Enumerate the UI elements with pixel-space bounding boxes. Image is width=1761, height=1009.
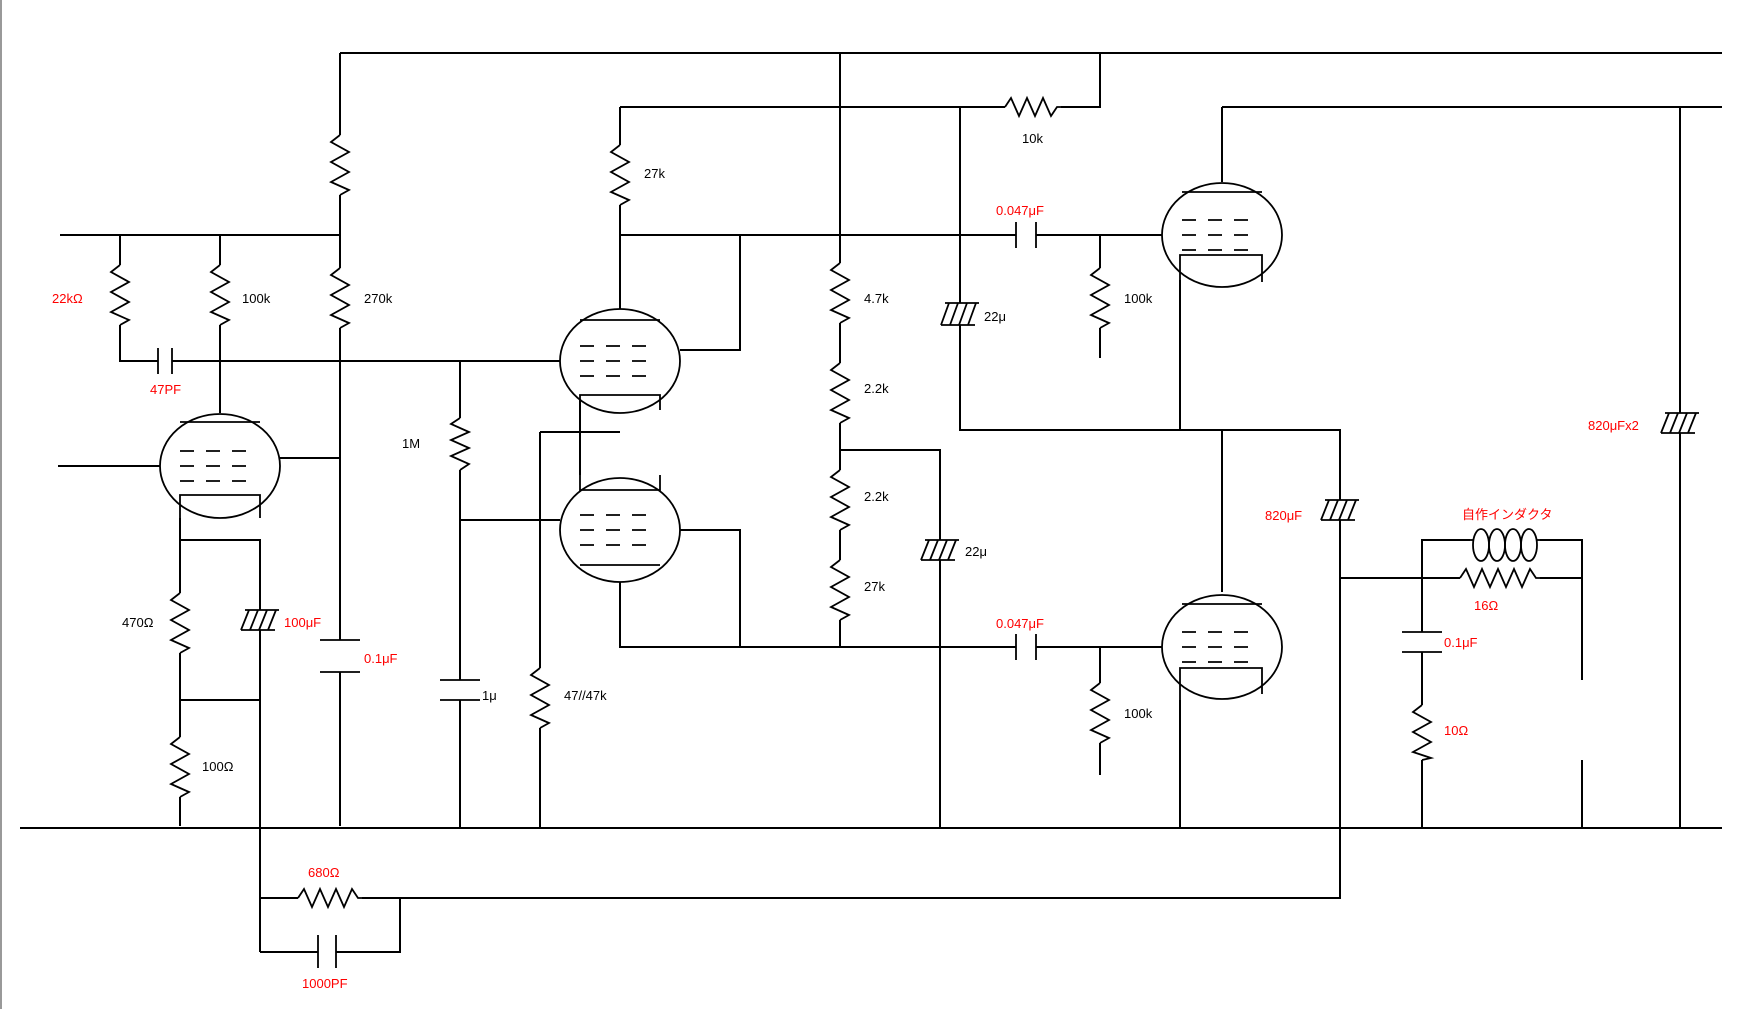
capacitor-820uf-x2 [1660, 412, 1699, 434]
resistor-680 [297, 886, 362, 910]
label-820uf: 820μF [1265, 508, 1302, 523]
resistor-1m [448, 417, 472, 471]
resistor-10k [1004, 95, 1061, 119]
capacitors [157, 222, 1699, 968]
capacitor-1000pf [317, 935, 337, 968]
label-0047uf-top: 0.047μF [996, 203, 1044, 218]
capacitor-1u [440, 679, 480, 701]
label-47pf: 47PF [150, 382, 181, 397]
resistor-4-7k [828, 262, 852, 324]
resistor-100k-bot [1088, 682, 1112, 744]
tube-output-bottom [1161, 594, 1283, 700]
resistor-47-47k [528, 667, 552, 729]
label-680: 680Ω [308, 865, 340, 880]
label-16: 16Ω [1474, 598, 1498, 613]
resistor-270k [328, 267, 352, 329]
capacitor-100uf [240, 609, 279, 631]
label-100uf: 100μF [284, 615, 321, 630]
label-01uf-left: 0.1μF [364, 651, 398, 666]
label-27k-mid: 27k [864, 579, 885, 594]
label-100: 100Ω [202, 759, 234, 774]
label-270k: 270k [364, 291, 393, 306]
resistor-16 [1459, 566, 1540, 590]
label-2-2k-a: 2.2k [864, 381, 889, 396]
resistor-100 [168, 736, 192, 798]
resistor-2-2k-b [828, 469, 852, 531]
tube-phase-lower [559, 475, 681, 583]
capacitor-820uf [1320, 499, 1359, 521]
label-22u-top: 22μ [984, 309, 1006, 324]
component-labels: 10k 27k 0.047μF 22kΩ 100k 270k 4.7k 22μ … [52, 131, 1639, 991]
label-47-47k: 47//47k [564, 688, 607, 703]
label-4-7k: 4.7k [864, 291, 889, 306]
resistor-27k-mid [828, 559, 852, 621]
label-470: 470Ω [122, 615, 154, 630]
capacitor-0047-bot [1015, 634, 1037, 660]
label-100k-bot: 100k [1124, 706, 1153, 721]
resistor-22k [108, 264, 132, 326]
capacitor-01uf-left [320, 639, 360, 673]
label-27k-top: 27k [644, 166, 665, 181]
capacitor-22u-top [940, 302, 979, 326]
resistor-upper-rail [328, 134, 352, 196]
label-100k-left: 100k [242, 291, 271, 306]
label-22u-mid: 22μ [965, 544, 987, 559]
resistor-10 [1410, 704, 1435, 761]
wires [20, 52, 1722, 953]
tube-output-top [1161, 182, 1283, 288]
tube-input [159, 413, 281, 519]
resistor-2-2k-a [828, 362, 852, 424]
label-1000pf: 1000PF [302, 976, 348, 991]
resistor-100k-top [1088, 267, 1112, 329]
capacitor-47pf [157, 348, 173, 374]
capacitor-22u-mid [920, 539, 959, 561]
capacitor-01uf-right [1402, 631, 1442, 653]
label-10k: 10k [1022, 131, 1043, 146]
resistors [108, 95, 1540, 910]
label-2-2k-b: 2.2k [864, 489, 889, 504]
label-inductor: 自作インダクタ [1462, 507, 1552, 522]
label-1u: 1μ [482, 688, 497, 703]
label-100k-top: 100k [1124, 291, 1153, 306]
label-0047uf-bot: 0.047μF [996, 616, 1044, 631]
capacitor-0047-top [1015, 222, 1037, 248]
label-22k: 22kΩ [52, 291, 83, 306]
inductor-coil [1470, 528, 1540, 562]
tube-phase-upper [559, 308, 681, 414]
label-1m: 1M [402, 436, 420, 451]
resistor-470 [168, 592, 192, 654]
label-10: 10Ω [1444, 723, 1468, 738]
resistor-27k-top [608, 144, 632, 206]
label-01uf-right: 0.1μF [1444, 635, 1478, 650]
resistor-100k-left [208, 264, 232, 326]
label-820uf-x2: 820μFx2 [1588, 418, 1639, 433]
